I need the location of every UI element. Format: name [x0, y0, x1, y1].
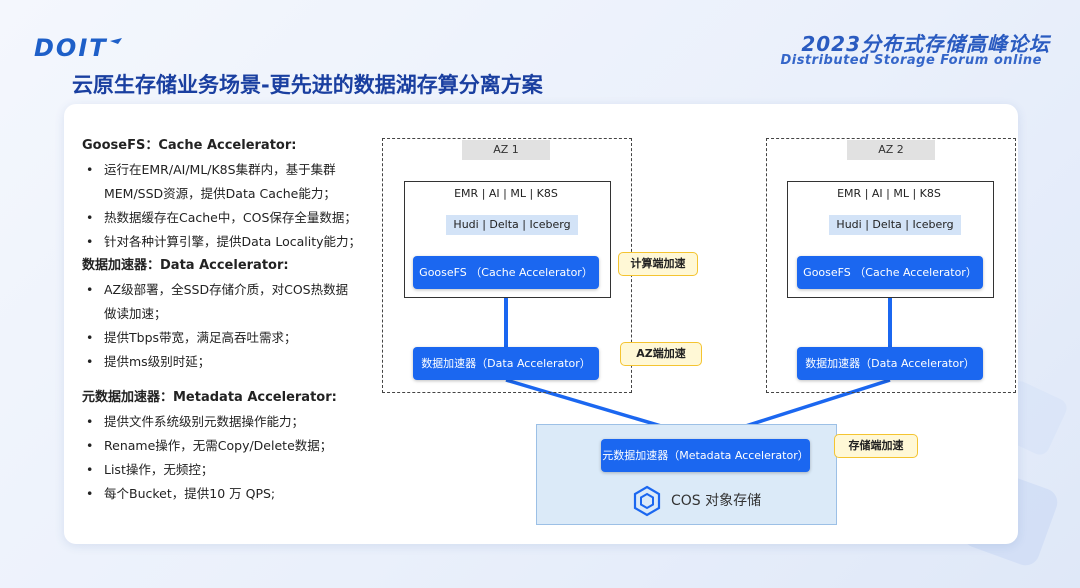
bullet-item: 运行在EMR/AI/ML/K8S集群内，基于集群 [82, 158, 382, 182]
section-heading-metadata-accelerator: 元数据加速器：Metadata Accelerator: [82, 390, 337, 405]
az2-data-accelerator-box: 数据加速器（Data Accelerator） [797, 347, 983, 380]
bullet-item: Rename操作，无需Copy/Delete数据； [82, 434, 382, 458]
az1-engines: EMR | AI | ML | K8S [454, 187, 558, 200]
bullet-item: AZ级部署，全SSD存储介质，对COS热数据 [82, 278, 382, 302]
az2-formats: Hudi | Delta | Iceberg [829, 215, 961, 235]
bullet-item: 每个Bucket，提供10 万 QPS; [82, 482, 382, 506]
cos-label: COS 对象存储 [671, 493, 762, 509]
cos-cube-icon [633, 485, 661, 517]
forum-subtitle: Distributed Storage Forum online [780, 53, 1042, 68]
forum-title: 2023分布式存储高峰论坛 [801, 32, 1050, 56]
bullet-item: 提供ms级别时延； [82, 350, 382, 374]
tag-storage-acceleration: 存储端加速 [834, 434, 918, 458]
bullet-item: List操作，无频控； [82, 458, 382, 482]
page-title: 云原生存储业务场景-更先进的数据湖存算分离方案 [72, 73, 543, 97]
section-heading-goosefs: GooseFS：Cache Accelerator: [82, 138, 297, 153]
bullet-item: 提供文件系统级别元数据操作能力； [82, 410, 382, 434]
logo-plane-icon [110, 38, 122, 44]
metadata-accelerator-box: 元数据加速器（Metadata Accelerator） [601, 439, 810, 472]
bullet-item: 热数据缓存在Cache中，COS保存全量数据； [82, 206, 382, 230]
bullet-item: 针对各种计算引擎，提供Data Locality能力； [82, 230, 382, 254]
bullet-item: 提供Tbps带宽，满足高吞吐需求； [82, 326, 382, 350]
doit-logo: DOIT [34, 34, 108, 62]
tag-az-acceleration: AZ端加速 [620, 342, 702, 366]
az1-formats: Hudi | Delta | Iceberg [446, 215, 578, 235]
az2-engines: EMR | AI | ML | K8S [837, 187, 941, 200]
bullet-continuation: MEM/SSD资源，提供Data Cache能力； [104, 186, 336, 201]
bullet-continuation: 做读加速； [104, 306, 167, 321]
az2-goosefs-box: GooseFS （Cache Accelerator） [797, 256, 983, 289]
az2-label: AZ 2 [847, 140, 935, 160]
section-heading-data-accelerator: 数据加速器：Data Accelerator: [82, 258, 289, 273]
left-text-panel: GooseFS：Cache Accelerator: 运行在EMR/AI/ML/… [82, 134, 382, 506]
tag-compute-acceleration: 计算端加速 [618, 252, 698, 276]
az2-zone [766, 138, 1016, 393]
az1-goosefs-box: GooseFS （Cache Accelerator） [413, 256, 599, 289]
az1-label: AZ 1 [462, 140, 550, 160]
az1-data-accelerator-box: 数据加速器（Data Accelerator） [413, 347, 599, 380]
